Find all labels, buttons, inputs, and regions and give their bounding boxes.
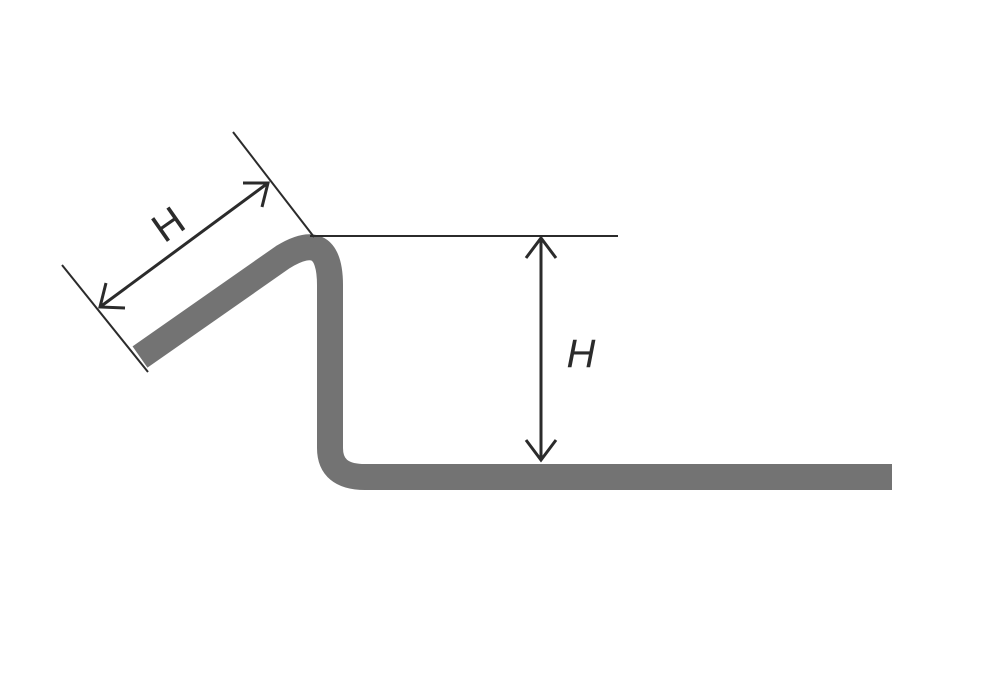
arrow-head-up xyxy=(524,235,558,259)
bent-profile xyxy=(132,234,892,490)
arrow-head-upper-right xyxy=(243,181,270,208)
extension-line-lower xyxy=(61,264,149,373)
vertical-dimension-label: H xyxy=(567,332,596,376)
arrow-head-lower-left xyxy=(98,282,126,310)
slanted-dimension-line xyxy=(99,181,269,309)
arrow-head-down xyxy=(524,439,558,463)
extension-line-upper xyxy=(232,131,315,238)
